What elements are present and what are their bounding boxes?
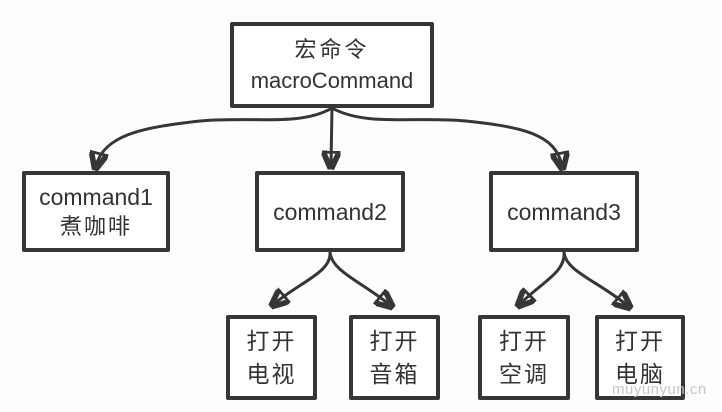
node-turn-on-speaker-line1: 打开 bbox=[369, 327, 420, 354]
node-command1-sublabel: 煮咖啡 bbox=[59, 213, 132, 239]
edge-command3-computer bbox=[562, 250, 628, 306]
node-command2: command2 bbox=[255, 171, 405, 252]
node-turn-on-computer: 打开 电脑 bbox=[595, 315, 685, 400]
node-command1-label: command1 bbox=[39, 183, 153, 210]
node-macro-command-title: 宏命令 bbox=[294, 37, 370, 62]
node-macro-command-subtitle: macroCommand bbox=[250, 68, 414, 93]
node-turn-on-computer-line1: 打开 bbox=[615, 327, 665, 354]
edge-root-command3 bbox=[330, 106, 562, 166]
node-turn-on-speaker-line2: 音箱 bbox=[369, 360, 420, 387]
node-command3: command3 bbox=[489, 171, 639, 252]
node-turn-on-ac: 打开 空调 bbox=[478, 315, 570, 400]
node-command3-label: command3 bbox=[507, 198, 621, 225]
node-turn-on-tv: 打开 电视 bbox=[226, 315, 317, 400]
node-turn-on-computer-line2: 电脑 bbox=[615, 360, 665, 387]
node-turn-on-tv-line1: 打开 bbox=[246, 327, 297, 354]
node-turn-on-speaker: 打开 音箱 bbox=[349, 315, 440, 400]
node-command1: command1 煮咖啡 bbox=[22, 171, 170, 252]
watermark: muyunyun.cn bbox=[612, 381, 707, 398]
node-turn-on-ac-line1: 打开 bbox=[499, 327, 549, 354]
edge-command3-ac bbox=[520, 250, 566, 304]
edge-root-command1 bbox=[96, 106, 334, 166]
edge-command2-tv bbox=[274, 250, 332, 304]
edge-command2-speaker bbox=[328, 250, 390, 305]
node-macro-command: 宏命令 macroCommand bbox=[230, 22, 434, 108]
edge-root-command2 bbox=[331, 106, 332, 165]
node-turn-on-tv-line2: 电视 bbox=[246, 360, 297, 387]
node-turn-on-ac-line2: 空调 bbox=[499, 360, 549, 387]
node-command2-label: command2 bbox=[273, 198, 387, 225]
